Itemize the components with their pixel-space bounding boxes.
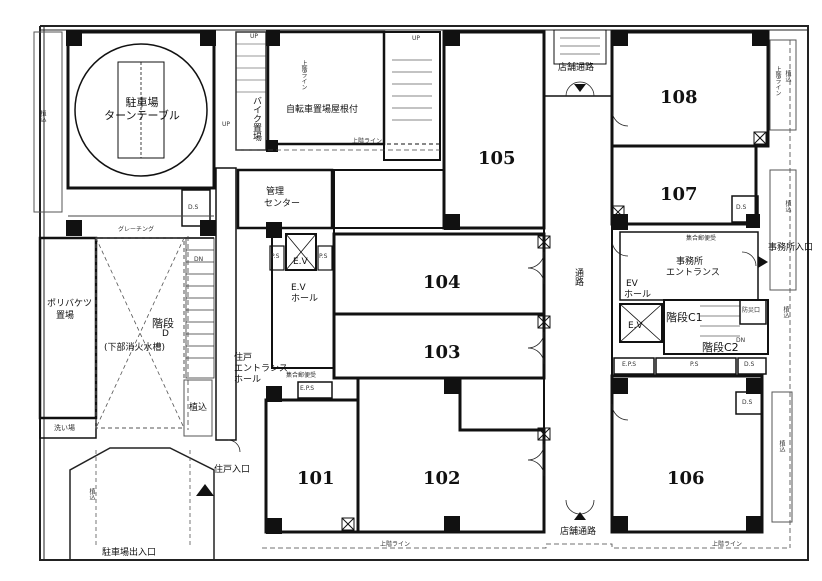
ev-right-label: E.V: [628, 321, 643, 331]
unit-104-label: 104: [423, 272, 461, 293]
aisle-posts: [341, 131, 767, 531]
ps-2-label: P.S: [319, 253, 328, 260]
unit-101-label: 101: [297, 468, 335, 489]
turntable-label: ターンテーブル: [104, 109, 180, 122]
eps-1-label: E.P.S: [300, 385, 315, 392]
planting-right-mid-label: 植込: [782, 306, 789, 318]
ds-107-label: D.S: [736, 204, 747, 211]
planting-bottom-left-label: 植込: [88, 488, 95, 500]
unit-106-walls: [610, 374, 764, 534]
ps-3-label: P.S: [690, 361, 699, 368]
trash-label-1: ポリバケツ: [47, 299, 93, 309]
aisle-label: 通路: [573, 268, 583, 286]
office-entrance-walls: [619, 231, 769, 355]
stair-d-label-2: D: [162, 329, 169, 339]
management-label-2: センター: [264, 199, 301, 209]
bicycle-parking: [266, 30, 441, 161]
unit-108-label: 108: [660, 87, 698, 108]
bike-parking-label: バイク置場: [251, 96, 261, 141]
up-line-top-label: 上階ライン: [300, 60, 307, 90]
unit-101-102-walls: [264, 376, 546, 534]
residence-hall: [215, 167, 333, 441]
up-line-bicycle-label: 上階ライン: [352, 138, 383, 145]
collective-mail-left-label: 集合郵便受: [286, 372, 317, 379]
collective-mail-right-label: 集合郵便受: [686, 235, 717, 242]
grating-label: グレーチング: [118, 226, 155, 233]
ds-parking-label: D.S: [188, 204, 199, 211]
ev-left-label: E.V: [293, 257, 308, 267]
bicycle-parking-label: 自転車置場屋根付: [286, 105, 359, 115]
bike-parking: [235, 31, 267, 151]
stair-c1-label: 階段C1: [666, 311, 703, 324]
up-c-label: UP: [412, 35, 421, 42]
residence-entry-label: 住戸入口: [214, 465, 251, 475]
stair-d: [185, 237, 215, 379]
dn-center-label: DN: [194, 256, 204, 263]
ev-hall-left: [269, 227, 335, 369]
ev-hall-right-label-2: ホール: [624, 290, 652, 300]
office-entry-label: 事務所入口: [768, 243, 814, 253]
ds-right-1-label: D.S: [744, 361, 755, 368]
trash-label-2: 置場: [56, 311, 75, 321]
residence-hall-label-2: エントランス: [234, 364, 288, 374]
ds-right-2-label: D.S: [742, 399, 753, 406]
stair-d-label-1: 階段: [152, 317, 174, 330]
aisle: [543, 29, 613, 500]
unit-102-label: 102: [423, 468, 461, 489]
dn-right-label: DN: [736, 337, 746, 344]
planting-center-label: 植込: [189, 403, 208, 413]
planting-beds: [33, 31, 797, 523]
upper-floor-lines: [187, 40, 791, 549]
residence-hall-label-3: ホール: [234, 375, 262, 385]
up-line-bottom-2-label: 上階ライン: [712, 541, 743, 548]
unit-103-label: 103: [423, 342, 461, 363]
management-label-1: 管理: [266, 187, 285, 197]
shaft-row-right: [613, 357, 767, 415]
planting-top-right-label: 植込: [784, 70, 791, 82]
residence-hall-label-1: 住戸: [234, 353, 253, 363]
parking-label: 駐車場: [125, 96, 159, 109]
unit-108-107-walls: [610, 30, 770, 226]
ps-1-label: P.S: [271, 253, 280, 260]
office-entrance-label-1: 事務所: [676, 257, 704, 267]
office-entrance-label-2: エントランス: [666, 268, 720, 278]
disaster-room-label: 防災口: [742, 307, 761, 314]
up-a-label: UP: [250, 33, 259, 40]
ev-hall-label-1: E.V: [291, 283, 306, 293]
columns: [66, 30, 768, 534]
eps-2-label: E.P.S: [622, 361, 637, 368]
unit-107-label: 107: [660, 184, 698, 205]
planting-right-top-label: 植込: [784, 200, 791, 212]
unit-105-label: 105: [478, 148, 516, 169]
planting-left-label: 植込: [39, 110, 46, 122]
up-b-label: UP: [222, 121, 231, 128]
shop-aisle-top-label: 店舗通路: [558, 63, 595, 73]
doors: [227, 81, 757, 515]
entry-arrows: [196, 84, 768, 520]
shop-aisle-bottom-label: 店舗通路: [560, 527, 597, 537]
fire-tank-label: (下部消火水槽): [104, 343, 166, 353]
up-line-bottom-1-label: 上階ライン: [380, 541, 411, 548]
parking-exit-label: 駐車場出入口: [102, 548, 157, 558]
ev-hall-right-label-1: EV: [626, 279, 638, 289]
parking-drive: [69, 237, 215, 560]
up-line-right-label: 上階ライン: [774, 66, 781, 96]
stair-c2-label: 階段C2: [702, 341, 739, 354]
unit-106-label: 106: [667, 468, 705, 489]
trash-area: [38, 236, 98, 439]
planting-right-bottom-label: 植込: [778, 440, 785, 452]
wash-label: 洗い場: [54, 424, 75, 432]
parking-turntable-area: [66, 30, 216, 227]
ev-hall-label-2: ホール: [291, 294, 319, 304]
